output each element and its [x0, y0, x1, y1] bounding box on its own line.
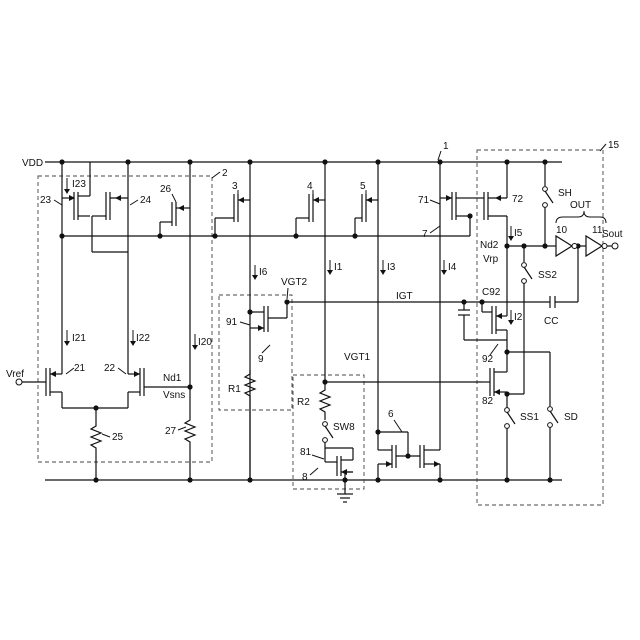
ss1-label: SS1 [520, 412, 539, 423]
transistor-4 [296, 162, 325, 382]
resistor-r2 [320, 382, 330, 420]
block-2-outline [38, 176, 212, 462]
transistor-26 [160, 162, 190, 387]
ref-5-label: 5 [360, 181, 366, 192]
ref-82-label: 82 [482, 396, 494, 407]
resistor-27 [185, 387, 195, 480]
ref-23-leader [54, 200, 62, 205]
ref-92-label: 92 [482, 354, 494, 365]
ref-81-label: 81 [300, 447, 312, 458]
ref-72-label: 72 [512, 194, 524, 205]
ref-91-leader [240, 322, 250, 325]
vref-label: Vref [6, 369, 24, 380]
inverter-10 [545, 236, 586, 256]
ref-22-label: 22 [104, 363, 116, 374]
ref-81-leader [312, 455, 324, 459]
igt-label: IGT [396, 291, 413, 302]
current-i21-label: I21 [72, 333, 86, 344]
sd-label: SD [564, 412, 578, 423]
ground-symbol [337, 477, 353, 502]
ref-10-label: 10 [556, 225, 568, 236]
ref-8-leader [310, 468, 318, 475]
nd1-label: Nd1 [163, 373, 182, 384]
r1-label: R1 [228, 384, 241, 395]
switch-ss2 [521, 243, 532, 394]
ref-1-leader [438, 151, 441, 160]
resistor-25 [91, 422, 101, 480]
ref-25-leader [102, 434, 110, 437]
current-i2-label: I2 [514, 312, 523, 323]
sw8-label: SW8 [333, 422, 355, 433]
nmos-mirror-6 [375, 429, 440, 480]
ref-7-leader [430, 226, 440, 233]
transistor-24 [92, 162, 128, 374]
ref-4-label: 4 [307, 181, 313, 192]
nd2-label: Nd2 [480, 240, 499, 251]
transistor-71 [440, 162, 473, 450]
ref-23-label: 23 [40, 195, 52, 206]
current-i5-label: I5 [514, 228, 523, 239]
out-label: OUT [570, 200, 591, 211]
ref-92-leader [490, 344, 498, 355]
ref-15-leader [600, 144, 606, 151]
sh-label: SH [558, 188, 572, 199]
ref-2-leader [212, 172, 220, 178]
ref-6-label: 6 [388, 409, 394, 420]
ref-7-label: 7 [422, 229, 428, 240]
ref-3-label: 3 [232, 181, 238, 192]
cc-label: CC [544, 316, 558, 327]
transistor-72 [470, 162, 507, 246]
transistor-5 [355, 162, 378, 450]
ref-21-label: 21 [74, 363, 86, 374]
ref-6-leader [394, 420, 402, 432]
ref-1-label: 1 [443, 141, 449, 152]
ss2-label: SS2 [538, 270, 557, 281]
ref-26-leader [172, 194, 176, 202]
current-i1-label: I1 [334, 262, 343, 273]
ref-21-leader [66, 368, 74, 374]
vdd-label: VDD [22, 158, 43, 169]
switch-ss1 [505, 408, 515, 480]
current-i23-label: I23 [72, 179, 86, 190]
transistor-81 [325, 448, 353, 480]
ref-25-label: 25 [112, 432, 124, 443]
ref-15-label: 15 [608, 140, 620, 151]
ref-9-leader [262, 345, 270, 353]
vrp-label: Vrp [483, 254, 499, 265]
ref-26-label: 26 [160, 184, 172, 195]
ref-2-label: 2 [222, 168, 228, 179]
vgt2-leader [287, 288, 288, 299]
switch-sh [543, 162, 553, 246]
vgt2-label: VGT2 [281, 277, 308, 288]
transistor-91 [247, 302, 287, 332]
ref-91-label: 91 [226, 317, 238, 328]
tail-node [62, 405, 128, 422]
current-i6-label: I6 [259, 267, 268, 278]
ref-24-label: 24 [140, 195, 152, 206]
transistor-22 [128, 368, 193, 408]
current-i20-label: I20 [198, 337, 212, 348]
current-i4-label: I4 [448, 262, 457, 273]
ref-8-label: 8 [302, 472, 308, 483]
current-i22-label: I22 [136, 333, 150, 344]
switch-sw8 [323, 422, 333, 462]
vgt1-node [322, 379, 482, 384]
ref-71-label: 71 [418, 195, 430, 206]
ref-27-label: 27 [165, 426, 177, 437]
vgt2-node [284, 299, 550, 304]
ref-22-leader [118, 368, 126, 374]
vgt1-label: VGT1 [344, 352, 371, 363]
ref-71-leader [430, 200, 440, 204]
transistor-92 [479, 299, 507, 352]
out-brace [556, 211, 606, 223]
ref-24-leader [130, 200, 138, 205]
ref-27-leader [178, 427, 186, 430]
ref-9-label: 9 [258, 354, 264, 365]
sout-label: Sout [602, 229, 623, 240]
vsns-label: Vsns [163, 390, 185, 401]
r2-label: R2 [297, 397, 310, 408]
c92-label: C92 [482, 287, 501, 298]
current-i3-label: I3 [387, 262, 396, 273]
